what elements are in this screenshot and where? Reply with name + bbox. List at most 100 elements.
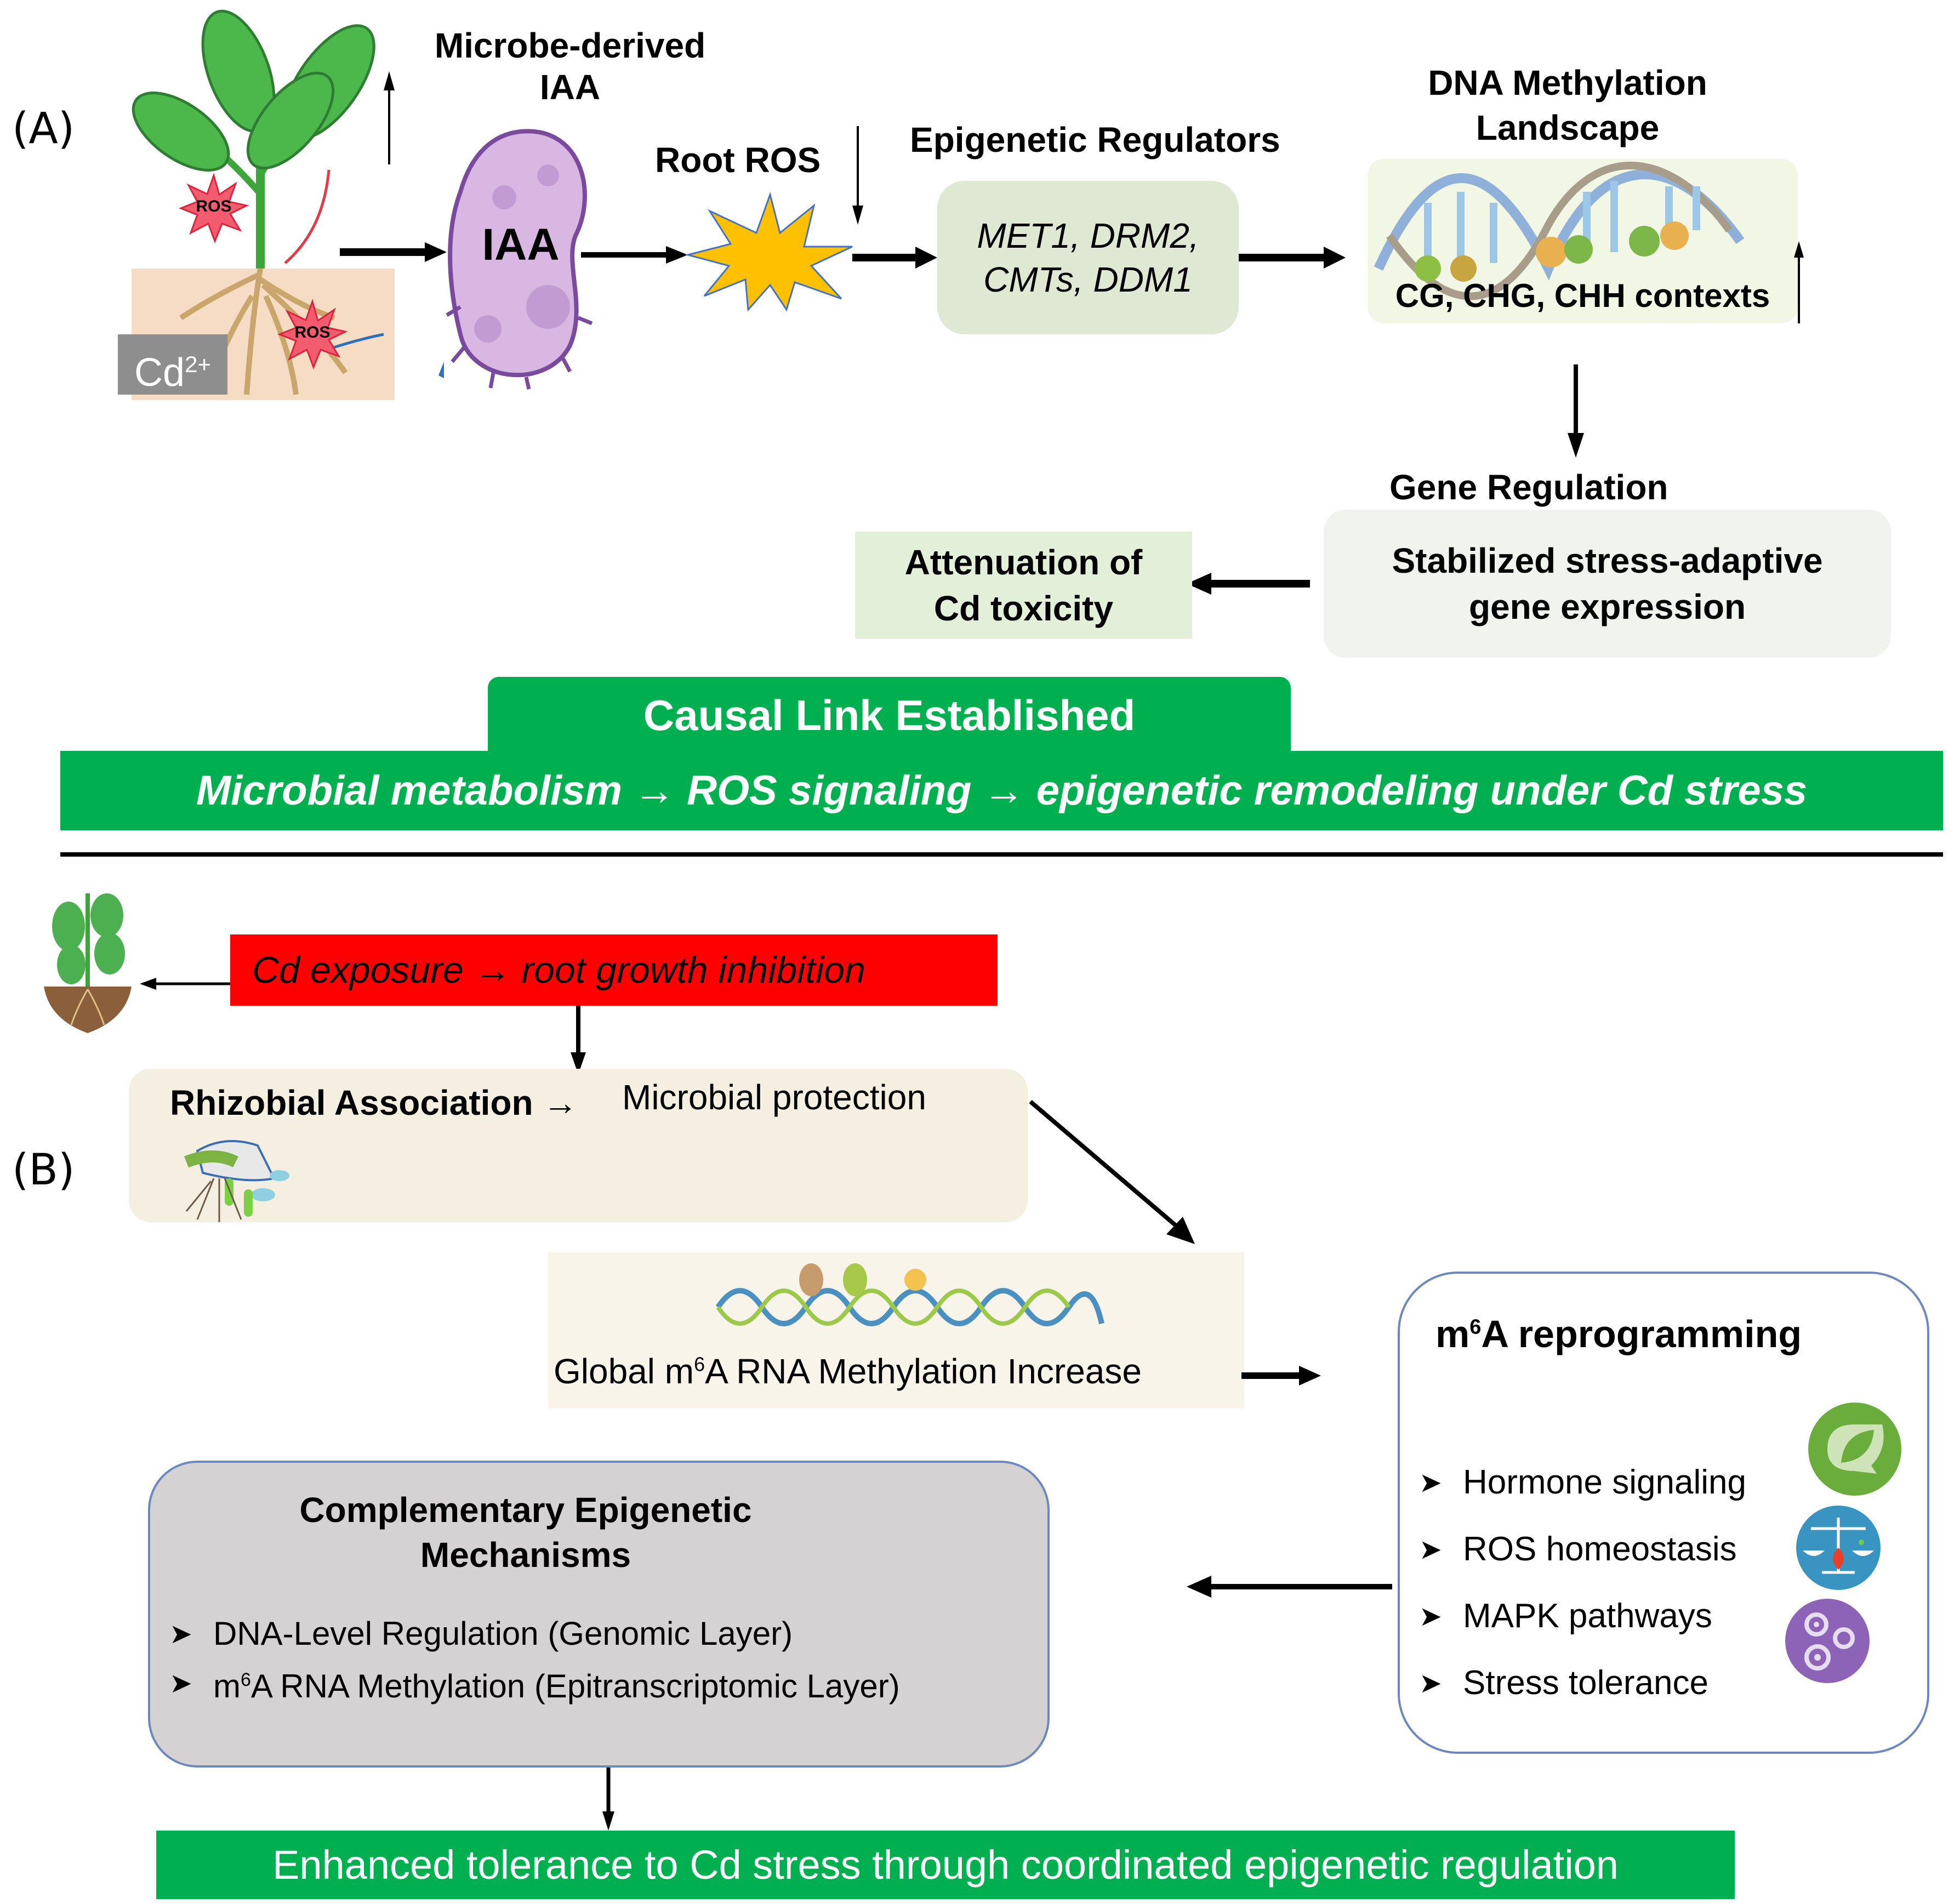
global-m6a-suffix: A RNA Methylation Increase: [705, 1352, 1142, 1391]
leaf: [246, 71, 335, 170]
m6a-title-sup: 6: [1469, 1315, 1482, 1339]
m6a-reprogramming-title: m6A reprogramming: [1435, 1312, 1802, 1356]
item-m6a-suffix: A RNA Methylation (Epitranscriptomic Lay…: [250, 1668, 900, 1705]
balance-scale-icon: [1796, 1506, 1881, 1590]
list-item: ➤ DNA-Level Regulation (Genomic Layer): [169, 1611, 900, 1657]
cd-exposure-banner: Cd exposure → root growth inhibition: [230, 934, 998, 1006]
rhizobial-title: Rhizobial Association →: [170, 1083, 578, 1122]
item-m6a-sup: 6: [240, 1669, 251, 1690]
bullet-arrow-icon: ➤: [1419, 1668, 1442, 1698]
outcome-banner: Enhanced tolerance to Cd stress through …: [156, 1831, 1735, 1899]
item-hormone-signaling: Hormone signaling: [1463, 1463, 1746, 1501]
bullet-arrow-icon: ➤: [1419, 1601, 1442, 1632]
arrow-dna-to-gene: [1568, 364, 1584, 458]
list-item: ➤ ROS homeostasis: [1419, 1516, 1746, 1583]
m6a-title-suffix: A reprogramming: [1481, 1313, 1802, 1355]
bullet-arrow-icon: ➤: [1419, 1534, 1442, 1565]
ros-down-arrow: [852, 126, 863, 225]
rhizobial-box: Rhizobial Association → Microbial protec…: [129, 1069, 1028, 1222]
microbe-title-line1: Microbe-derived: [434, 26, 706, 65]
regulators-line2: CMTs, DDM1: [983, 260, 1193, 299]
list-item: ➤ Stress tolerance: [1419, 1650, 1746, 1717]
attenuation-line1: Attenuation of: [904, 542, 1143, 582]
microbe-title: Microbe-derived IAA: [400, 25, 740, 108]
global-m6a-sup: 6: [694, 1353, 705, 1376]
cd-ion-badge: Cd2+: [118, 334, 227, 395]
arrow-ros-to-regulators: [852, 247, 937, 269]
rna-helix-icon: [715, 1263, 1104, 1326]
dna-helix-icon: [1374, 162, 1745, 300]
arrow-cd-to-seedling: [140, 978, 238, 990]
arrow-cd-to-rhizobial: [571, 1006, 586, 1074]
plant-illustration: ROS ROS Cd2+: [115, 9, 400, 400]
attenuation-line2: Cd toxicity: [933, 588, 1114, 628]
seedling-icon: [44, 893, 132, 1033]
gene-regulation-title: Gene Regulation: [1389, 468, 1668, 507]
item-m6a-prefix: m: [213, 1668, 241, 1705]
regulators-title: Epigenetic Regulators: [910, 120, 1280, 159]
plant-drawing: [132, 9, 395, 400]
gene-regulation-box: Stabilized stress-adaptive gene expressi…: [1324, 510, 1891, 658]
complementary-title-line1: Complementary Epigenetic: [299, 1490, 752, 1530]
microbial-protection-label: Microbial protection: [622, 1078, 926, 1117]
list-item: ➤ m6A RNA Methylation (Epitranscriptomic …: [169, 1657, 900, 1709]
dna-contexts-label: CG, CHG, CHH contexts: [1395, 277, 1770, 314]
microbe-title-line2: IAA: [539, 67, 601, 107]
rhizobia-root-icon: [184, 1140, 289, 1222]
cd-label: Cd: [134, 351, 185, 395]
m6a-reprogramming-box: m6A reprogramming ➤ Hormone signaling ➤ RO…: [1398, 1272, 1929, 1754]
global-m6a-label: Global m6A RNA Methylation Increase: [554, 1351, 1250, 1392]
gene-regulation-line1: Stabilized stress-adaptive: [1392, 541, 1823, 580]
item-dna-level: DNA-Level Regulation (Genomic Layer): [213, 1615, 793, 1652]
dna-methylation-title: DNA Methylation Landscape: [1359, 60, 1776, 150]
arrow-gene-to-attenuation: [1187, 573, 1310, 595]
bullet-arrow-icon: ➤: [1419, 1467, 1442, 1498]
list-item: ➤ MAPK pathways: [1419, 1583, 1746, 1650]
m6a-title-prefix: m: [1435, 1313, 1470, 1355]
arrow-rhizobial-to-m6a: [1029, 1099, 1195, 1244]
list-item: ➤ Hormone signaling: [1419, 1449, 1746, 1516]
ros-root-burst: ROS: [277, 299, 348, 370]
complementary-box: Complementary Epigenetic Mechanisms ➤ DNA…: [148, 1461, 1050, 1768]
global-m6a-prefix: Global m: [554, 1352, 694, 1391]
ros-leaf-burst: ROS: [178, 173, 249, 244]
bullet-arrow-icon: ➤: [169, 1668, 192, 1698]
item-ros-homeostasis: ROS homeostasis: [1463, 1530, 1737, 1568]
cd-superscript: 2+: [185, 351, 211, 377]
bullet-arrow-icon: ➤: [169, 1618, 192, 1649]
arrow-regulators-to-dna: [1239, 247, 1346, 269]
complementary-list: ➤ DNA-Level Regulation (Genomic Layer) ➤ m…: [169, 1611, 900, 1709]
leaf-icon: [1808, 1403, 1901, 1496]
global-m6a-box: Global m6A RNA Methylation Increase: [548, 1252, 1244, 1409]
m6a-reprogramming-list: ➤ Hormone signaling ➤ ROS homeostasis ➤ MAP…: [1419, 1449, 1746, 1717]
microbe-cell: IAA: [438, 126, 603, 390]
panel-divider: [60, 852, 1943, 857]
causal-link-title: Causal Link Established: [488, 677, 1291, 754]
root-ros-title: Root ROS: [655, 140, 821, 180]
attenuation-box: Attenuation of Cd toxicity: [855, 532, 1192, 639]
microbe-iaa-label: IAA: [482, 220, 560, 270]
root-ros-burst: [685, 191, 853, 312]
item-stress-tolerance: Stress tolerance: [1463, 1664, 1708, 1702]
arrow-microbe-to-ros: [581, 246, 688, 264]
complementary-title-line2: Mechanisms: [420, 1535, 631, 1575]
dna-methylation-panel: CG, CHG, CHH contexts: [1368, 159, 1798, 323]
item-m6a-rna: m6A RNA Methylation (Epitranscriptomic L…: [213, 1657, 900, 1709]
dna-title-line1: DNA Methylation: [1428, 63, 1707, 102]
gears-icon: [1785, 1599, 1870, 1683]
causal-link-chain: Microbial metabolism → ROS signaling → e…: [60, 751, 1943, 830]
regulators-line1: MET1, DRM2,: [977, 216, 1199, 255]
complementary-title: Complementary Epigenetic Mechanisms: [150, 1487, 901, 1577]
panel-a-label: (A): [12, 104, 75, 153]
ros-root-label: ROS: [294, 323, 331, 341]
arrow-reprogramming-to-complementary: [1187, 1576, 1392, 1598]
arrow-m6a-to-reprogramming: [1241, 1366, 1321, 1386]
panel-b-label: (B): [12, 1145, 75, 1195]
item-mapk-pathways: MAPK pathways: [1463, 1597, 1712, 1635]
methylation-up-arrow: [1794, 241, 1804, 323]
dna-title-line2: Landscape: [1476, 108, 1660, 147]
regulators-box: MET1, DRM2, CMTs, DDM1: [937, 181, 1239, 334]
gene-regulation-line2: gene expression: [1468, 587, 1746, 626]
leaf: [132, 92, 230, 172]
ros-leaf-label: ROS: [196, 197, 232, 215]
